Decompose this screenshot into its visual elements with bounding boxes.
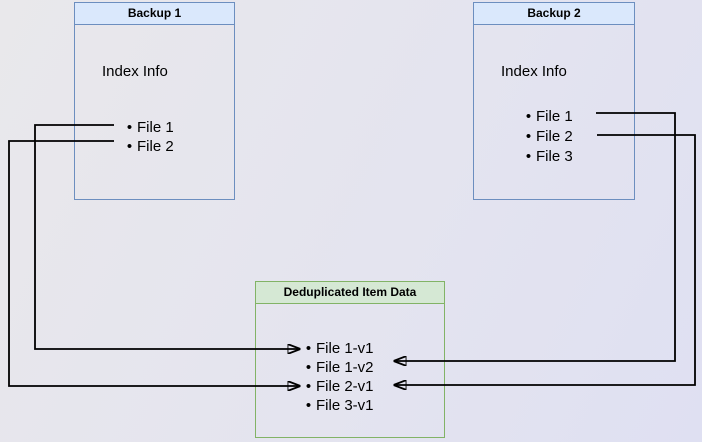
backup1-title: Backup 1 <box>75 3 234 25</box>
dedup-item-list: File 1-v1 File 1-v2 File 2-v1 File 3-v1 <box>301 339 374 415</box>
backup2-file-3: File 3 <box>521 146 573 166</box>
dedup-box: Deduplicated Item Data File 1-v1 File 1-… <box>255 281 445 438</box>
backup1-index-label: Index Info <box>102 63 168 80</box>
backup1-file-2: File 2 <box>122 137 174 156</box>
backup1-box: Backup 1 Index Info File 1 File 2 <box>74 2 235 200</box>
backup2-title: Backup 2 <box>474 3 634 25</box>
backup1-file-list: File 1 File 2 <box>122 118 174 156</box>
dedup-item-file1-v1: File 1-v1 <box>301 339 374 358</box>
dedup-item-file3-v1: File 3-v1 <box>301 396 374 415</box>
backup2-file-2: File 2 <box>521 126 573 146</box>
backup2-box: Backup 2 Index Info File 1 File 2 File 3 <box>473 2 635 200</box>
backup1-file-1: File 1 <box>122 118 174 137</box>
dedup-item-file1-v2: File 1-v2 <box>301 358 374 377</box>
backup2-file-list: File 1 File 2 File 3 <box>521 106 573 166</box>
backup2-file-1: File 1 <box>521 106 573 126</box>
dedup-item-file2-v1: File 2-v1 <box>301 377 374 396</box>
dedup-title: Deduplicated Item Data <box>256 282 444 304</box>
backup2-index-label: Index Info <box>501 63 567 80</box>
